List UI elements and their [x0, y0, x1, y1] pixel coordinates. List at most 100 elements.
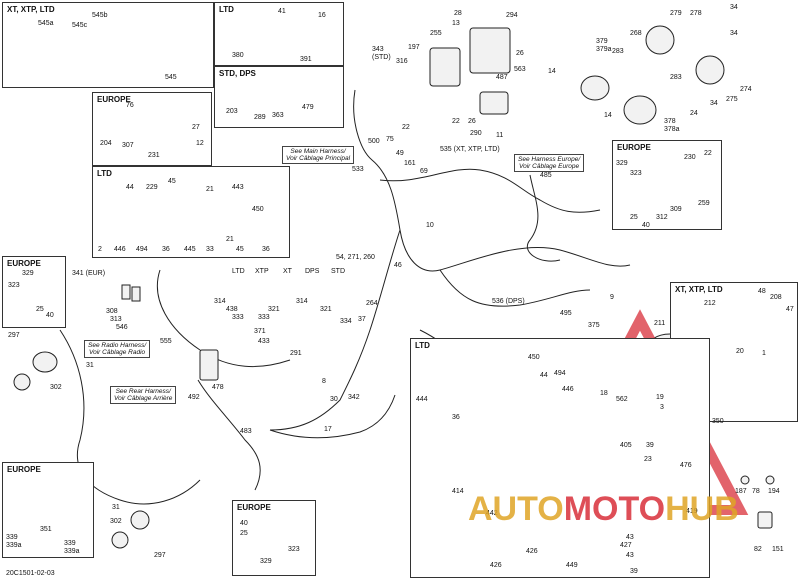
callout-203: 203: [226, 108, 238, 115]
section-europe-grip: EUROPE: [232, 500, 316, 576]
radio-harness-wire: [156, 269, 291, 368]
mirror-light-b: [623, 95, 657, 125]
relay-b: [131, 286, 141, 302]
callout-9: 9: [610, 294, 614, 301]
callout-46: 46: [394, 262, 402, 269]
fuse-b: [765, 475, 775, 485]
callout-24: 24: [690, 110, 698, 117]
callout-255: 255: [430, 30, 442, 37]
fuse-box: [469, 27, 511, 74]
callout-536: 536 (DPS): [492, 298, 525, 305]
callout-78: 78: [752, 488, 760, 495]
callout-378a: 378a: [664, 126, 680, 133]
callout-334: 334: [340, 318, 352, 325]
watermark-part-moto: MOTO: [563, 490, 666, 528]
callout-37: 37: [358, 316, 366, 323]
callout-323a: 323: [630, 170, 642, 177]
callout-36b: 36: [262, 246, 270, 253]
callout-379: 379: [596, 38, 608, 45]
callout-533: 533: [352, 166, 364, 173]
callout-283b: 283: [670, 74, 682, 81]
section-title: LTD: [415, 341, 430, 350]
dps-harness-wire: [439, 269, 591, 307]
speaker-cap: [13, 373, 31, 391]
callout-26b: 26: [468, 118, 476, 125]
callout-562: 562: [616, 396, 628, 403]
callout-20: 20: [736, 348, 744, 355]
callout-391: 391: [300, 56, 312, 63]
callout-294: 294: [506, 12, 518, 19]
callout-21: 21: [206, 186, 214, 193]
callout-405: 405: [620, 442, 632, 449]
callout-34b: 34: [730, 30, 738, 37]
callout-54: 54, 271, 260: [336, 254, 375, 261]
diagram-code: 20C1501-02-03: [6, 570, 55, 577]
watermark-wordmark: AUTOMOTOHUB: [468, 490, 739, 529]
callout-19: 19: [656, 394, 664, 401]
section-title: EUROPE: [7, 465, 41, 474]
section-europe-trailer: EUROPE: [2, 462, 94, 558]
callout-283: 283: [612, 48, 624, 55]
callout-343: 343 (STD): [372, 46, 391, 61]
callout-323b: 323: [8, 282, 20, 289]
callout-49: 49: [396, 150, 404, 157]
callout-10: 10: [426, 222, 434, 229]
callout-197: 197: [408, 44, 420, 51]
callout-535: 535 (XT, XTP, LTD): [440, 146, 500, 153]
callout-342: 342: [348, 394, 360, 401]
callout-26: 26: [516, 50, 524, 57]
callout-309: 309: [670, 206, 682, 213]
callout-275: 275: [726, 96, 738, 103]
callout-187: 187: [735, 488, 747, 495]
callout-438: 438: [226, 306, 238, 313]
callout-75: 75: [386, 136, 394, 143]
callout-495: 495: [560, 310, 572, 317]
variant-header-dps: DPS: [305, 268, 320, 275]
callout-302: 302: [50, 384, 62, 391]
lower-harness-wire: [269, 229, 401, 431]
callout-45: 45: [168, 178, 176, 185]
callout-414: 414: [452, 488, 464, 495]
callout-13: 13: [452, 20, 460, 27]
callout-21b: 21: [226, 236, 234, 243]
callout-204: 204: [100, 140, 112, 147]
harness-europe-wire: [379, 168, 601, 213]
callout-545: 545: [165, 74, 177, 81]
callout-25a: 25: [630, 214, 638, 221]
callout-379a: 379a: [596, 46, 612, 53]
callout-545a: 545a: [38, 20, 54, 27]
speaker-c-cap: [111, 531, 129, 549]
section-europe-switch: EUROPE: [2, 256, 66, 328]
callout-14: 14: [548, 68, 556, 75]
callout-39: 39: [646, 442, 654, 449]
callout-69: 69: [420, 168, 428, 175]
callout-31: 31: [86, 362, 94, 369]
callout-39b: 39: [630, 568, 638, 575]
callout-478: 478: [212, 384, 224, 391]
callout-3: 3: [660, 404, 664, 411]
callout-316: 316: [396, 58, 408, 65]
callout-380: 380: [232, 52, 244, 59]
callout-33: 33: [206, 246, 214, 253]
callout-329b: 329: [22, 270, 34, 277]
callout-212: 212: [704, 300, 716, 307]
callout-371: 371: [254, 328, 266, 335]
variant-header-xt: XT: [283, 268, 292, 275]
section-title: EUROPE: [97, 95, 131, 104]
callout-40c: 40: [240, 520, 248, 527]
callout-297: 297: [8, 332, 20, 339]
small-fuse: [757, 511, 773, 529]
callout-308: 308: [106, 308, 118, 315]
light-ring-b: [695, 55, 725, 85]
callout-339: 339 339a: [6, 534, 22, 549]
callout-161: 161: [404, 160, 416, 167]
fuse-a: [740, 475, 750, 485]
rear-harness-branch: [197, 379, 261, 491]
callout-351: 351: [40, 526, 52, 533]
callout-44b: 44: [540, 372, 548, 379]
callout-36: 36: [162, 246, 170, 253]
callout-427: 427: [620, 542, 632, 549]
callout-419: 419: [686, 508, 698, 515]
callout-314b: 314: [296, 298, 308, 305]
